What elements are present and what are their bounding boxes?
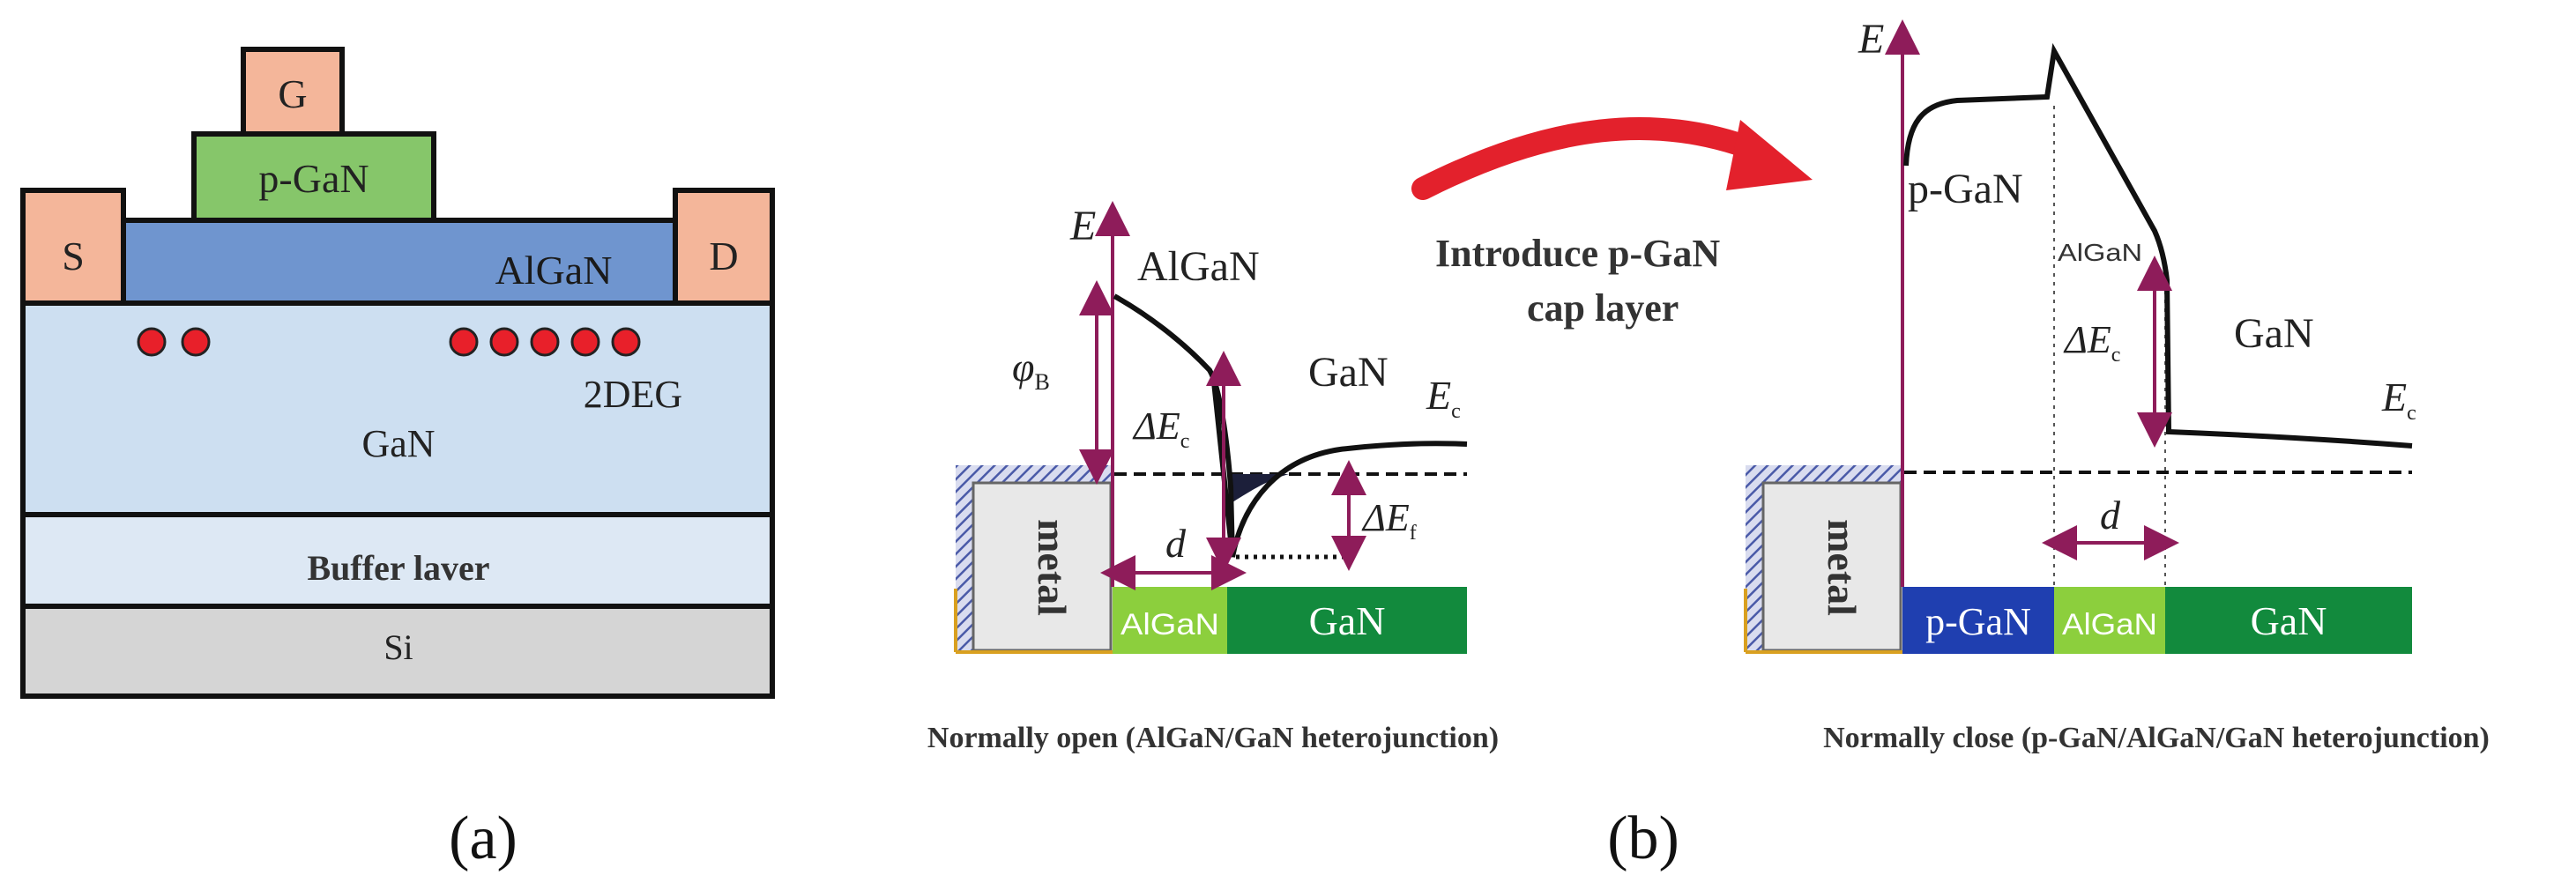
panel-a-device: Si Buffer laver GaN 2DEG AlGaN S D p-GaN… bbox=[20, 47, 775, 872]
bar-algan-label: AlGaN bbox=[1120, 608, 1219, 642]
gate-label: G bbox=[278, 71, 307, 116]
metal-block-r bbox=[1761, 481, 1902, 652]
bar-gan-r bbox=[2165, 587, 2412, 654]
delta-ec-label-left: ΔEc bbox=[1132, 404, 1189, 453]
caption-normally-open: Normally open (AlGaN/GaN heterojunction) bbox=[927, 722, 1499, 754]
arrow-text-line2: cap layer bbox=[1527, 286, 1679, 330]
d-label-left: d bbox=[1165, 521, 1187, 566]
metal-hatch-top bbox=[956, 465, 1114, 483]
gan-region-label-left: GaN bbox=[1308, 349, 1389, 396]
algan-region-label-r: AlGaN bbox=[2058, 239, 2142, 266]
electron-dot bbox=[611, 327, 641, 357]
buffer-layer-label: Buffer laver bbox=[308, 548, 490, 588]
transition-arrow: Introduce p-GaN cap layer bbox=[1411, 116, 1813, 330]
bar-gan-label-r: GaN bbox=[2251, 598, 2327, 643]
si-substrate-layer bbox=[20, 604, 775, 699]
red-arrow-body bbox=[1411, 116, 1766, 200]
electron-dot bbox=[530, 327, 560, 357]
2deg-label: 2DEG bbox=[584, 373, 682, 416]
electron-dot bbox=[137, 327, 167, 357]
arrow-text-line1: Introduce p-GaN bbox=[1435, 232, 1720, 275]
algan-layer-label: AlGaN bbox=[495, 248, 613, 293]
metal-label-r: metal bbox=[1820, 519, 1865, 616]
pgan-region-label: p-GaN bbox=[1908, 166, 2023, 212]
phi-b-label: φB bbox=[1012, 345, 1050, 395]
energy-axis-label: E bbox=[1069, 203, 1096, 249]
si-label: Si bbox=[383, 627, 413, 667]
bar-gan-label: GaN bbox=[1309, 598, 1386, 643]
ec-label-left: Ec bbox=[1426, 373, 1461, 423]
caption-b: (b) bbox=[1607, 805, 1679, 872]
delta-ec-label-right: ΔEc bbox=[2063, 318, 2120, 367]
panel-b-left-band-diagram: metal AlGaN GaN E AlGaN φB ΔEc GaN Ec ΔE… bbox=[927, 201, 1499, 754]
gan-region-label-right: GaN bbox=[2234, 310, 2314, 357]
red-arrow-head bbox=[1726, 120, 1813, 190]
bar-pgan bbox=[1902, 587, 2054, 654]
ec-label-right: Ec bbox=[2381, 375, 2416, 425]
metal-block bbox=[972, 481, 1113, 652]
bar-algan-label-r: AlGaN bbox=[2062, 608, 2157, 642]
d-label-right: d bbox=[2100, 493, 2121, 538]
source-label: S bbox=[62, 234, 85, 278]
p-gan-label: p-GaN bbox=[258, 156, 369, 201]
electron-dot bbox=[489, 327, 519, 357]
bar-algan bbox=[1113, 587, 1227, 654]
bar-algan-r bbox=[2054, 587, 2165, 654]
metal-hatch-top-r bbox=[1746, 465, 1902, 483]
2deg-electrons bbox=[137, 327, 641, 357]
gan-layer-label: GaN bbox=[361, 422, 435, 465]
delta-ef-label: ΔEf bbox=[1361, 496, 1417, 545]
algan-region-label: AlGaN bbox=[1137, 243, 1260, 290]
electron-dot bbox=[449, 327, 479, 357]
2deg-well bbox=[1232, 474, 1289, 502]
panel-b-right-band-diagram: metal p-GaN AlGaN GaN E p-GaN AlGaN ΔEc … bbox=[1744, 16, 2490, 754]
metal-hatch-left-r bbox=[1746, 483, 1763, 650]
energy-axis-label-r: E bbox=[1858, 16, 1884, 63]
buffer-layer bbox=[20, 512, 775, 609]
electron-dot bbox=[570, 327, 600, 357]
caption-normally-close: Normally close (p-GaN/AlGaN/GaN heteroju… bbox=[1823, 722, 2490, 754]
drain-label: D bbox=[709, 234, 738, 278]
metal-hatch-left bbox=[956, 483, 973, 650]
source-contact bbox=[20, 188, 126, 306]
drain-contact bbox=[673, 188, 775, 306]
metal-label: metal bbox=[1030, 519, 1075, 616]
electron-dot bbox=[181, 327, 211, 357]
gate-contact bbox=[241, 47, 345, 137]
bar-pgan-label: p-GaN bbox=[1925, 600, 2031, 643]
caption-a: (a) bbox=[449, 805, 517, 872]
p-gan-layer bbox=[191, 131, 436, 223]
conduction-band-right bbox=[1903, 42, 2413, 449]
bar-gan bbox=[1227, 587, 1467, 654]
